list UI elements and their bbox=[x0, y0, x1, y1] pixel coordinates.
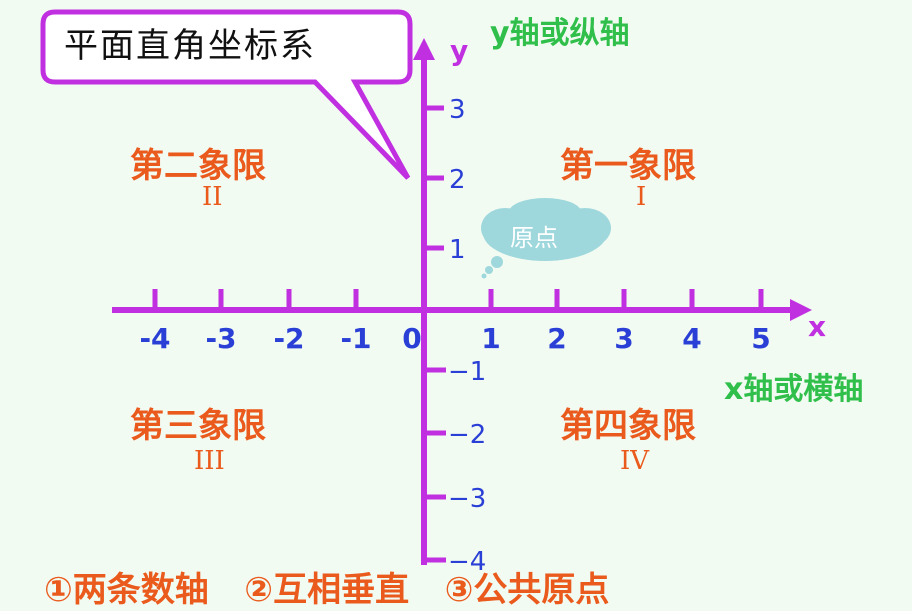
y-tick-labels: 1 2 3 −1 −2 −3 −4 bbox=[448, 95, 486, 577]
quadrant-2-numeral: II bbox=[202, 182, 223, 212]
x-tick-label: 3 bbox=[614, 322, 633, 355]
y-tick-marks bbox=[424, 105, 446, 563]
y-axis-title: y轴或纵轴 bbox=[490, 16, 630, 51]
x-tick-label: -2 bbox=[273, 322, 304, 355]
callout-label: 平面直角坐标系 bbox=[64, 26, 316, 66]
y-tick-label: 2 bbox=[449, 165, 466, 195]
y-tick-label: 3 bbox=[449, 95, 466, 125]
quadrant-4-numeral: IV bbox=[620, 446, 650, 476]
quadrant-3-numeral: III bbox=[194, 446, 225, 476]
x-tick-label: -4 bbox=[139, 322, 170, 355]
x-axis-arrow bbox=[790, 299, 812, 321]
quadrant-2-title: 第二象限 bbox=[130, 146, 266, 186]
origin-cloud bbox=[481, 198, 611, 279]
y-tick-label: 1 bbox=[449, 235, 466, 265]
x-tick-label: -3 bbox=[205, 322, 236, 355]
x-tick-label: 2 bbox=[547, 322, 566, 355]
y-tick-label: −2 bbox=[448, 420, 486, 450]
x-tick-label: 5 bbox=[751, 322, 770, 355]
quadrant-1-title: 第一象限 bbox=[560, 146, 696, 186]
x-tick-labels: -4 -3 -2 -1 0 1 2 3 4 5 bbox=[139, 322, 770, 355]
x-tick-label: -1 bbox=[340, 322, 371, 355]
x-tick-label: 4 bbox=[682, 322, 701, 355]
bottom-note: ①两条数轴 ②互相垂直 ③公共原点 bbox=[44, 570, 610, 610]
y-tick-label: −3 bbox=[448, 484, 486, 514]
x-tick-label: 1 bbox=[481, 322, 500, 355]
x-axis-title: x轴或横轴 bbox=[724, 372, 864, 407]
x-tick-label: 0 bbox=[402, 322, 421, 355]
callout-box bbox=[40, 9, 413, 180]
quadrant-3-title: 第三象限 bbox=[130, 406, 266, 446]
x-axis-letter: x bbox=[808, 310, 826, 343]
x-tick-marks bbox=[152, 289, 764, 310]
quadrant-1-numeral: I bbox=[636, 182, 647, 212]
y-axis-letter: y bbox=[450, 34, 468, 67]
y-tick-label: −4 bbox=[448, 547, 486, 577]
origin-label: 原点 bbox=[510, 224, 558, 252]
y-axis-arrow bbox=[413, 38, 435, 60]
quadrant-4-title: 第四象限 bbox=[560, 406, 696, 446]
y-tick-label: −1 bbox=[448, 357, 486, 387]
